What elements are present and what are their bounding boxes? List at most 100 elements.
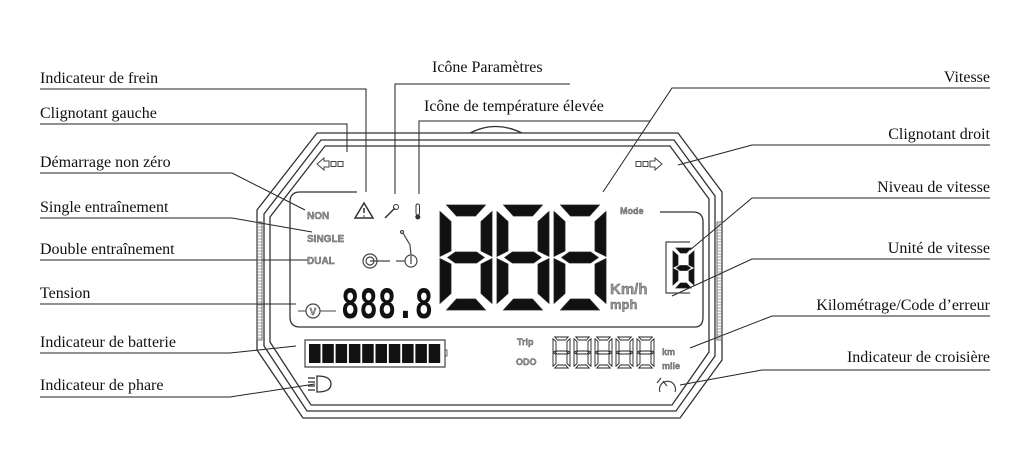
label-speed-level: Niveau de vitesse xyxy=(877,179,990,196)
label-speed: Vitesse xyxy=(944,69,990,86)
label-voltage: Tension xyxy=(40,285,90,302)
voltage-readout: 888.8 xyxy=(341,282,433,328)
digit-segment-f xyxy=(615,337,620,353)
seven-segment-digit xyxy=(594,336,613,369)
battery-segment xyxy=(362,344,374,363)
digit-segment-b xyxy=(480,210,493,258)
digit-segment-a xyxy=(675,247,692,254)
speed-unit-kmh: Km/h xyxy=(610,281,648,298)
digit-segment-d xyxy=(675,282,692,289)
digit-segment-e xyxy=(552,352,557,368)
label-dual-drive: Double entraînement xyxy=(40,241,175,258)
digit-segment-g xyxy=(596,350,611,355)
digit-segment-b xyxy=(594,210,607,258)
headlight-icon xyxy=(308,375,332,393)
digit-segment-d xyxy=(574,364,591,369)
digit-segment-b xyxy=(587,337,592,353)
digit-segment-c xyxy=(650,352,655,368)
non-zero-start-indicator: NON xyxy=(307,211,329,222)
digit-segment-e xyxy=(615,352,620,368)
label-brake-indicator: Indicateur de frein xyxy=(40,70,158,87)
single-drive-indicator: SINGLE xyxy=(307,234,345,245)
label-single-drive: Single entraînement xyxy=(40,199,169,216)
battery-segment xyxy=(375,344,387,363)
digit-segment-b xyxy=(650,337,655,353)
unit-mile: mile xyxy=(662,361,680,371)
digit-segment-a xyxy=(637,336,654,341)
digit-segment-a xyxy=(559,204,601,217)
digit-segment-e xyxy=(594,352,599,368)
svg-text:V: V xyxy=(310,307,317,318)
digit-segment-g xyxy=(575,350,590,355)
seven-segment-digit xyxy=(573,336,592,369)
wrench-icon xyxy=(384,204,399,219)
digit-segment-a xyxy=(502,204,544,217)
seven-segment-digit xyxy=(552,336,571,369)
digit-segment-b xyxy=(608,337,613,353)
digit-segment-g xyxy=(554,350,569,355)
digit-segment-b xyxy=(537,210,550,258)
cruise-icon xyxy=(656,377,677,393)
label-cruise-indicator: Indicateur de croisière xyxy=(847,349,990,366)
label-headlight-indicator: Indicateur de phare xyxy=(40,377,163,394)
battery-segment xyxy=(322,344,334,363)
digit-segment-g xyxy=(447,251,485,264)
digit-segment-e xyxy=(573,352,578,368)
digit-segment-d xyxy=(445,298,487,311)
digit-segment-d xyxy=(616,364,633,369)
seven-segment-digit xyxy=(672,247,695,289)
label-settings-icon: Icône Paramètres xyxy=(432,59,543,76)
digit-segment-a xyxy=(553,336,570,341)
dual-drive-indicator: DUAL xyxy=(307,256,335,267)
label-high-temp-icon: Icône de température élevée xyxy=(424,98,604,115)
digit-segment-d xyxy=(553,364,570,369)
digit-segment-d xyxy=(595,364,612,369)
digit-segment-f xyxy=(439,210,452,258)
speed-readout xyxy=(439,204,607,311)
digit-segment-f xyxy=(553,210,566,258)
digit-segment-e xyxy=(496,257,509,305)
digit-segment-f xyxy=(636,337,641,353)
digit-segment-g xyxy=(504,251,542,264)
label-right-turn-signal: Clignotant droit xyxy=(888,126,990,143)
speed-unit-mph: mph xyxy=(610,297,638,312)
battery-segment xyxy=(309,344,321,363)
digit-segment-g xyxy=(638,350,653,355)
motor-drive-icon xyxy=(362,229,418,269)
thermometer-icon xyxy=(415,203,421,220)
digit-segment-b xyxy=(629,337,634,353)
battery-segment xyxy=(348,344,361,363)
digit-segment-g xyxy=(675,265,692,271)
digit-segment-e xyxy=(636,352,641,368)
unit-km: km xyxy=(662,347,675,357)
digit-segment-a xyxy=(595,336,612,341)
digit-segment-g xyxy=(617,350,632,355)
digit-segment-d xyxy=(559,298,601,311)
digit-segment-a xyxy=(574,336,591,341)
digit-segment-f xyxy=(594,337,599,353)
odo-label: ODO xyxy=(516,357,537,367)
digit-segment-b xyxy=(688,250,695,269)
digit-segment-a xyxy=(616,336,633,341)
seven-segment-digit xyxy=(636,336,655,369)
digit-segment-a xyxy=(445,204,487,217)
right-turn-signal-icon xyxy=(635,156,663,172)
voltage-icon: V xyxy=(298,303,336,319)
trip-label: Trip xyxy=(517,337,534,347)
digit-segment-c xyxy=(537,257,550,305)
digit-segment-f xyxy=(573,337,578,353)
label-battery-indicator: Indicateur de batterie xyxy=(40,334,176,351)
digit-segment-e xyxy=(439,257,452,305)
label-mileage-error-code: Kilométrage/Code d’erreur xyxy=(816,297,990,314)
label-speed-unit: Unité de vitesse xyxy=(888,240,990,257)
battery-segment xyxy=(388,344,401,363)
digit-segment-c xyxy=(587,352,592,368)
digit-segment-d xyxy=(637,364,654,369)
left-turn-signal-icon xyxy=(316,156,344,172)
battery-segment xyxy=(428,344,441,363)
digit-segment-f xyxy=(552,337,557,353)
speed-level-readout xyxy=(672,247,695,289)
digit-segment-b xyxy=(566,337,571,353)
digit-segment-c xyxy=(608,352,613,368)
lcd-frame xyxy=(256,125,723,419)
